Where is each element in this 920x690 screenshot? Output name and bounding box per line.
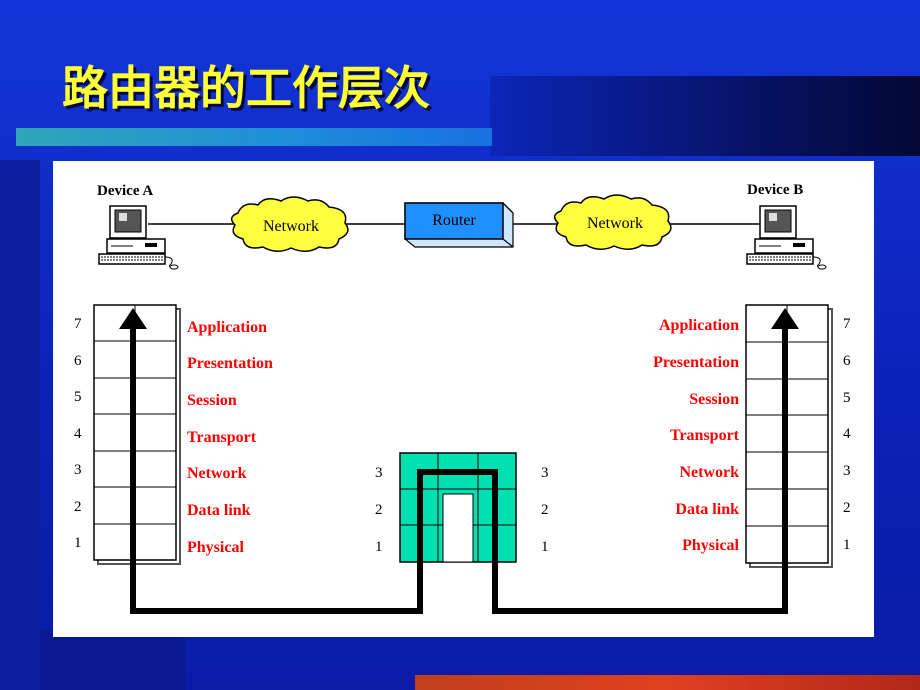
router-layer-num-right: 1: [541, 539, 549, 555]
layer-label-left: Transport: [187, 429, 257, 446]
bottom-decor-bar: [415, 675, 920, 690]
layer-label-left: Physical: [187, 539, 244, 556]
layer-num-left: 3: [74, 462, 82, 478]
layer-stack-left: [93, 304, 181, 565]
layer-num-right: 5: [843, 390, 851, 406]
layer-label-left: Network: [187, 465, 247, 482]
layer-num-right: 4: [843, 426, 851, 442]
layer-num-right: 3: [843, 463, 851, 479]
left-decor-strip: [0, 160, 40, 690]
layer-label-right: Presentation: [653, 354, 739, 371]
left-decor-block: [40, 630, 185, 690]
router-layer-num-left: 2: [375, 502, 383, 518]
layer-label-left: Data link: [187, 502, 251, 519]
arrow-up-right-icon: [771, 308, 799, 329]
layer-label-right: Transport: [670, 427, 740, 444]
layer-label-left: Session: [187, 392, 237, 409]
title-underline-bar: [16, 128, 492, 146]
computer-icon-b: [746, 205, 827, 270]
layer-label-right: Application: [659, 317, 739, 334]
layer-label-right: Session: [689, 391, 739, 408]
router-layers-diagram: Device A Device B Network Network: [74, 182, 851, 614]
layer-label-right: Physical: [682, 537, 739, 554]
layer-num-right: 2: [843, 500, 851, 516]
computer-icon-a: [98, 205, 179, 270]
network-cloud-left: [230, 196, 349, 252]
network-cloud-right-label: Network: [587, 215, 643, 232]
diagram-panel: Device A Device B Network Network: [53, 161, 874, 637]
layer-num-left: 1: [74, 535, 82, 551]
layer-stack-right: [745, 304, 833, 568]
router-layer-num-left: 1: [375, 539, 383, 555]
top-decor-band: [490, 76, 920, 156]
device-a-label: Device A: [97, 183, 153, 199]
network-cloud-left-label: Network: [263, 218, 319, 235]
arrow-up-left-icon: [119, 308, 147, 329]
layer-num-left: 2: [74, 499, 82, 515]
router-label: Router: [432, 212, 476, 229]
layer-num-left: 6: [74, 353, 82, 369]
layer-label-left: Application: [187, 319, 267, 336]
router-layer-num-left: 3: [375, 465, 383, 481]
router-layer-num-right: 3: [541, 465, 549, 481]
layer-num-left: 4: [74, 426, 82, 442]
layer-num-right: 7: [843, 316, 851, 332]
layer-label-right: Network: [679, 464, 739, 481]
layer-label-left: Presentation: [187, 355, 273, 372]
slide-title: 路由器的工作层次: [62, 61, 430, 115]
data-flow-path: [130, 321, 788, 614]
layer-num-right: 1: [843, 537, 851, 553]
router-layer-num-right: 2: [541, 502, 549, 518]
layer-num-right: 6: [843, 353, 851, 369]
layer-label-right: Data link: [675, 501, 739, 518]
device-b-label: Device B: [747, 182, 803, 198]
network-cloud-right: [553, 194, 672, 250]
layer-num-left: 5: [74, 389, 82, 405]
layer-num-left: 7: [74, 316, 82, 332]
router-icon: [404, 202, 514, 248]
